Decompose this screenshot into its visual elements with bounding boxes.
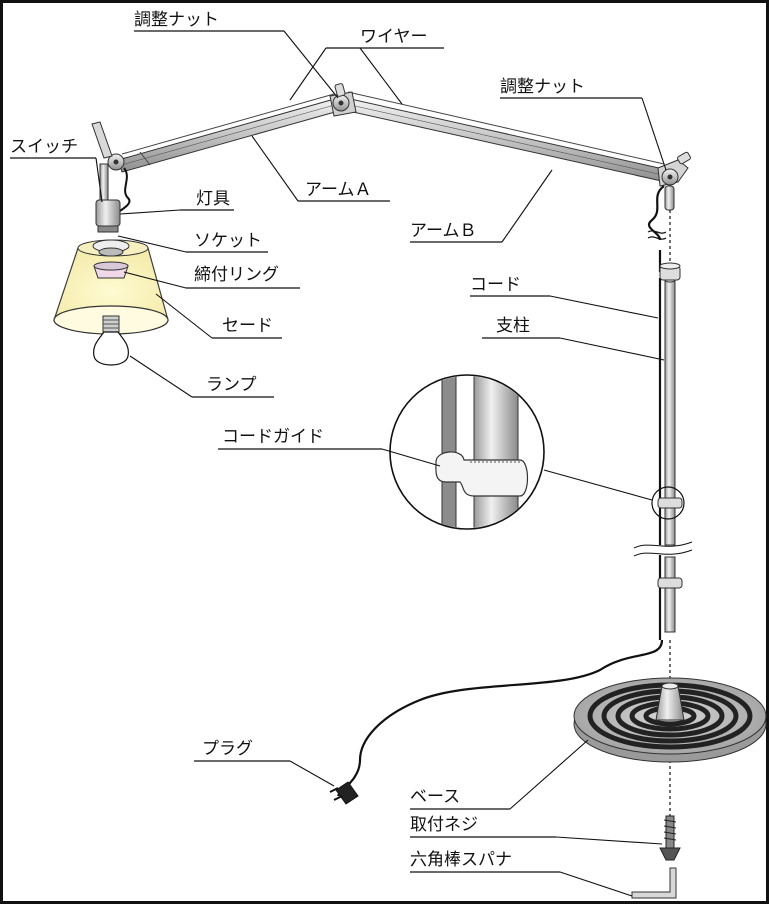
callout-shade: セード (155, 293, 282, 339)
label-wire: ワイヤー (360, 27, 428, 47)
label-post: 支柱 (496, 316, 530, 336)
callout-adjust-nut-right: 調整ナット (500, 77, 667, 171)
label-adjust-nut-right: 調整ナット (500, 77, 585, 97)
label-lock-ring: 締付リング (194, 265, 279, 285)
callout-cord-guide: コードガイド (218, 427, 441, 467)
plug-illustration (329, 781, 359, 805)
label-cord: コード (470, 275, 521, 295)
callout-lamp: ランプ (129, 355, 274, 398)
callout-cord: コード (470, 275, 659, 319)
label-arm-a: アームＡ (305, 180, 371, 200)
callout-socket: ソケット (117, 231, 268, 253)
wire-illustration (121, 91, 665, 165)
callout-lock-ring: 締付リング (123, 265, 300, 289)
callout-wire: ワイヤー (289, 27, 444, 105)
callout-mount-screw: 取付ネジ (410, 815, 663, 845)
label-arm-b: アームＢ (410, 221, 476, 241)
arm-b-illustration (343, 97, 669, 183)
label-plug: プラグ (202, 739, 253, 759)
label-mount-screw: 取付ネジ (410, 815, 478, 835)
cord-break-marks (647, 230, 667, 240)
arm-a-illustration (117, 97, 343, 173)
callout-arm-b: アームＢ (410, 169, 553, 243)
label-shade: セード (222, 316, 273, 336)
label-adjust-nut-top: 調整ナット (134, 10, 219, 30)
callout-fixture: 灯具 (119, 189, 234, 215)
hex-wrench-illustration (631, 867, 677, 899)
top-right-joint-illustration (657, 151, 691, 211)
post-illustration (633, 262, 693, 633)
callout-base: ベース (410, 739, 589, 810)
callout-switch: スイッチ (10, 137, 103, 203)
label-switch: スイッチ (10, 137, 78, 157)
label-hex-wrench: 六角棒スパナ (410, 850, 512, 870)
callout-arm-a: アームＡ (251, 135, 390, 202)
label-lamp: ランプ (206, 375, 257, 395)
mount-screw-illustration (659, 815, 681, 861)
callout-plug: プラグ (194, 739, 335, 787)
bulb-illustration (93, 315, 129, 366)
elbow-joint-illustration (329, 83, 357, 117)
base-illustration (573, 677, 767, 763)
callout-post: 支柱 (482, 316, 665, 361)
shade-illustration (53, 239, 169, 335)
label-base: ベース (410, 787, 460, 807)
label-fixture: 灯具 (196, 189, 230, 209)
callout-adjust-nut-top: 調整ナット (134, 10, 339, 99)
callout-hex-wrench: 六角棒スパナ (410, 850, 633, 897)
cord-guide-detail-zoom (389, 374, 653, 530)
fixture-illustration (95, 199, 121, 233)
label-cord-guide: コードガイド (222, 427, 324, 447)
label-socket: ソケット (194, 231, 262, 251)
